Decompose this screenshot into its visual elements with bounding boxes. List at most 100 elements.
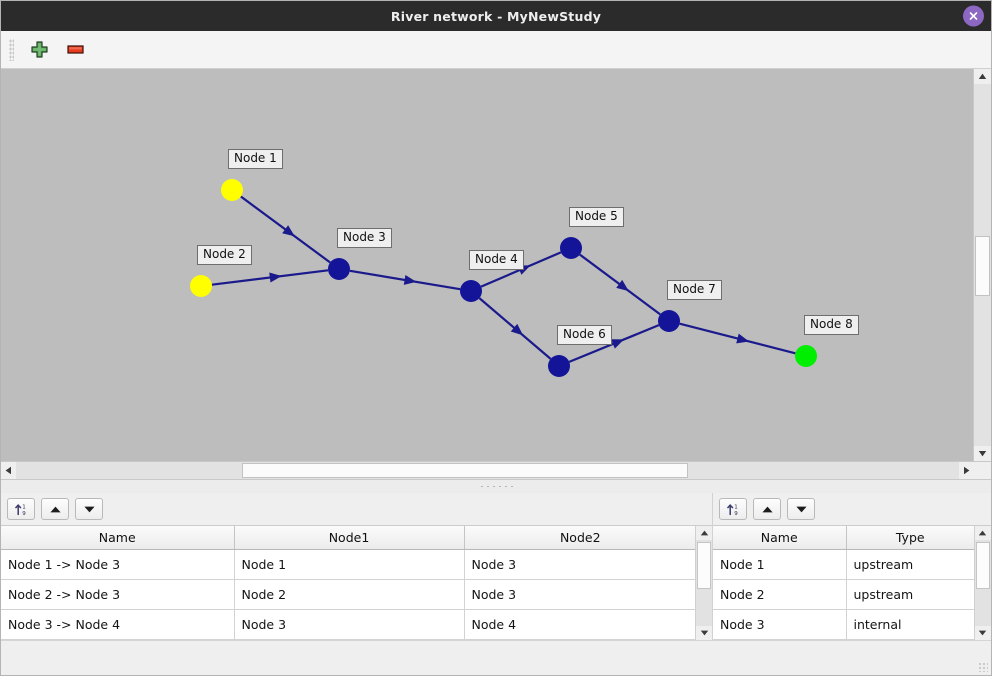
river-network-canvas[interactable]: Node 1 Node 2 Node 3 Node 4 Node 5 Node 6 Node…: [1, 69, 973, 461]
nodes-vscroll-thumb[interactable]: [975, 542, 990, 589]
nodes-move-down-button[interactable]: [787, 498, 815, 520]
add-plus-icon: [30, 41, 48, 58]
graph-node[interactable]: [560, 237, 582, 259]
main-toolbar: [1, 31, 991, 69]
branches-scroll-up-button[interactable]: [696, 526, 712, 540]
table-cell[interactable]: Node 4: [464, 609, 695, 640]
add-node-button[interactable]: [26, 37, 52, 63]
canvas-vscroll-track[interactable]: [974, 84, 991, 446]
canvas-hscroll-thumb[interactable]: [242, 463, 688, 478]
arrow-up-icon: [49, 506, 61, 512]
table-cell[interactable]: Node 4: [713, 639, 847, 640]
table-cell[interactable]: Node 3: [464, 579, 695, 610]
graph-node-label[interactable]: Node 8: [804, 315, 859, 335]
svg-text:9: 9: [734, 511, 738, 517]
table-cell[interactable]: Node 3: [234, 609, 465, 640]
nodes-scroll-up-button[interactable]: [974, 526, 991, 540]
branches-vscroll-track[interactable]: [696, 540, 712, 626]
canvas-horizontal-scrollbar[interactable]: [1, 461, 991, 479]
table-cell[interactable]: upstream: [846, 579, 974, 610]
graph-node-label[interactable]: Node 6: [557, 325, 612, 345]
delete-minus-icon: [66, 45, 84, 54]
scroll-up-button[interactable]: [974, 69, 991, 84]
scroll-right-button[interactable]: [959, 462, 974, 479]
delete-node-button[interactable]: [62, 37, 88, 63]
arrow-down-icon: [795, 506, 807, 512]
table-cell[interactable]: Node 3: [713, 609, 847, 640]
graph-node[interactable]: [795, 345, 817, 367]
graph-node-label[interactable]: Node 1: [228, 149, 283, 169]
table-cell[interactable]: Node 1: [713, 549, 847, 580]
column-header[interactable]: Node1: [234, 526, 465, 550]
table-cell[interactable]: Node 5: [464, 639, 695, 640]
scroll-left-button[interactable]: [1, 462, 16, 479]
table-cell[interactable]: Node 2: [713, 579, 847, 610]
nodes-move-up-button[interactable]: [753, 498, 781, 520]
branches-scroll-down-button[interactable]: [696, 626, 712, 640]
graph-node[interactable]: [548, 355, 570, 377]
titlebar: River network - MyNewStudy: [1, 1, 991, 31]
nodes-vertical-scrollbar[interactable]: [973, 526, 991, 640]
graph-node-label[interactable]: Node 7: [667, 280, 722, 300]
branches-move-up-button[interactable]: [41, 498, 69, 520]
close-button[interactable]: [963, 5, 984, 27]
toolbar-grip[interactable]: [9, 38, 14, 61]
svg-text:9: 9: [22, 511, 26, 517]
window-resize-grip[interactable]: [978, 662, 988, 672]
branches-vertical-scrollbar[interactable]: [695, 526, 712, 640]
graph-node[interactable]: [221, 179, 243, 201]
pane-splitter[interactable]: [1, 479, 991, 493]
column-header[interactable]: Name: [1, 526, 235, 550]
graph-node[interactable]: [658, 310, 680, 332]
table-cell[interactable]: upstream: [846, 549, 974, 580]
arrow-down-icon: [83, 506, 95, 512]
nodes-vscroll-track[interactable]: [974, 540, 991, 626]
canvas-vscroll-thumb[interactable]: [975, 236, 990, 296]
canvas-hscroll-track[interactable]: [16, 462, 959, 479]
table-cell[interactable]: internal: [846, 609, 974, 640]
table-cell[interactable]: Node 2: [234, 579, 465, 610]
branches-section: 1 9: [1, 493, 712, 640]
table-cell[interactable]: Node 1 -> Node 3: [1, 549, 235, 580]
graph-node-label[interactable]: Node 4: [469, 250, 524, 270]
graph-node[interactable]: [190, 275, 212, 297]
table-cell[interactable]: Node 3 -> Node 4: [1, 609, 235, 640]
table-cell[interactable]: Node 3: [464, 549, 695, 580]
table-cell[interactable]: Node 1: [234, 549, 465, 580]
nodes-toolbar: 1 9: [713, 493, 991, 525]
table-row[interactable]: Node 4internal: [713, 639, 974, 640]
table-cell[interactable]: Node 4 -> Node 5: [1, 639, 235, 640]
table-cell[interactable]: Node 2 -> Node 3: [1, 579, 235, 610]
graph-node[interactable]: [460, 280, 482, 302]
branches-sort-button[interactable]: 1 9: [7, 498, 35, 520]
column-header[interactable]: Type: [846, 526, 974, 550]
branches-vscroll-thumb[interactable]: [697, 542, 711, 589]
graph-node-label[interactable]: Node 2: [197, 245, 252, 265]
column-header[interactable]: Node2: [464, 526, 695, 550]
graph-node[interactable]: [328, 258, 350, 280]
nodes-scroll-down-button[interactable]: [974, 626, 991, 640]
table-cell[interactable]: Node 4: [234, 639, 465, 640]
column-header[interactable]: Name: [713, 526, 847, 550]
table-cell[interactable]: internal: [846, 639, 974, 640]
canvas-vertical-scrollbar[interactable]: [973, 69, 991, 461]
graph-node-label[interactable]: Node 3: [337, 228, 392, 248]
scroll-down-button[interactable]: [974, 446, 991, 461]
window-title: River network - MyNewStudy: [390, 8, 602, 24]
graph-node-label[interactable]: Node 5: [569, 207, 624, 227]
branches-move-down-button[interactable]: [75, 498, 103, 520]
triangle-up-icon: [979, 530, 987, 536]
nodes-sort-button[interactable]: 1 9: [719, 498, 747, 520]
